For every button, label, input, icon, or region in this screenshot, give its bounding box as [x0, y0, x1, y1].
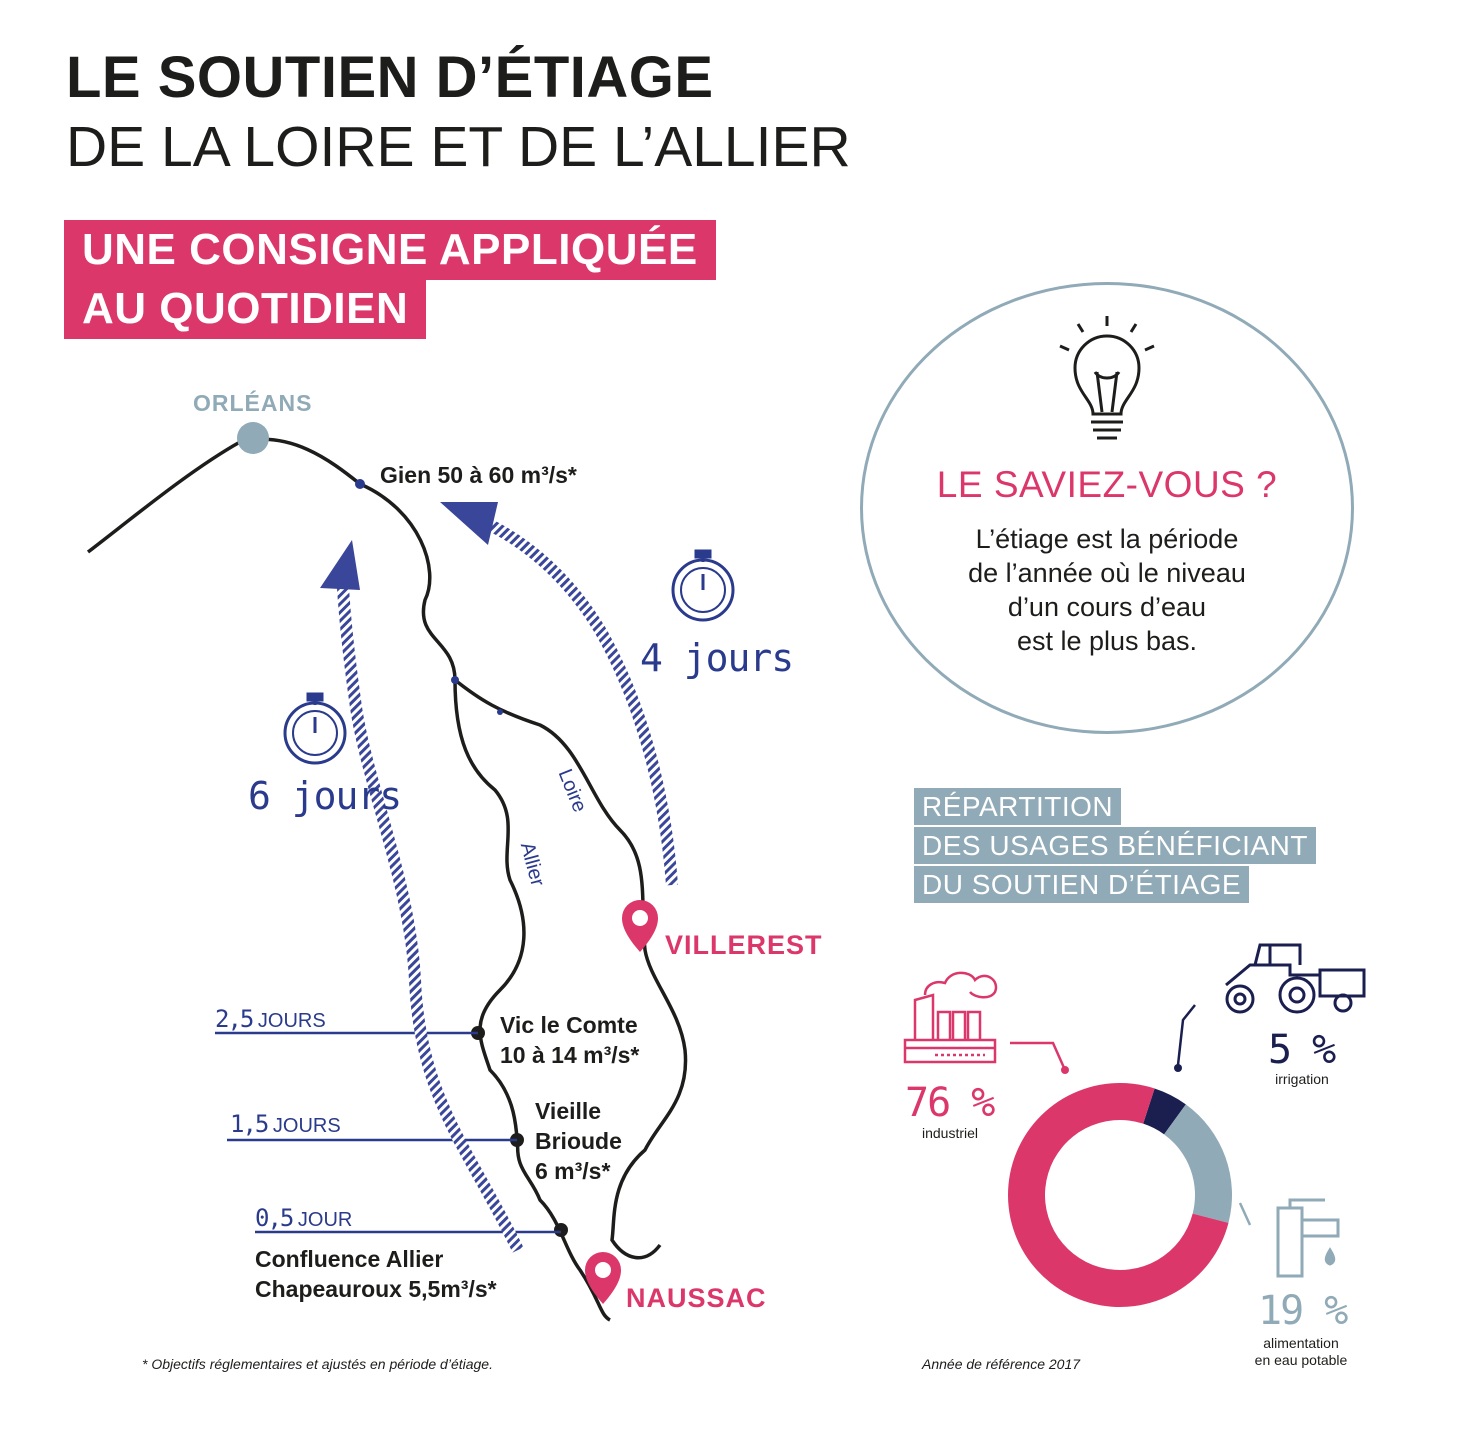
footnote-objectifs: * Objectifs réglementaires et ajustés en… [142, 1356, 493, 1372]
factory-icon [903, 971, 998, 1064]
loire-river-line [453, 678, 688, 1260]
confluence-label: Confluence Allier Chapeauroux 5,5m³/s* [255, 1246, 497, 1302]
pct-industriel: 76 % [905, 1080, 995, 1126]
page-title: LE SOUTIEN D’ÉTIAGE [66, 45, 714, 110]
info-circle [860, 282, 1354, 734]
section-title-line1: UNE CONSIGNE APPLIQUÉE [64, 220, 716, 280]
donut-slice-irrigation [1143, 1088, 1186, 1135]
usage-title-line2: DES USAGES BÉNÉFICIANT [914, 827, 1316, 864]
usage-donut-chart [1008, 1083, 1232, 1307]
donut-slice-industriel [1008, 1083, 1229, 1307]
section-title-line2: AU QUOTIDIEN [64, 279, 427, 339]
info-text: L’étiage est la période de l’année où le… [968, 524, 1246, 656]
tractor-icon [1225, 943, 1366, 1014]
vic-le-comte-label: Vic le Comte 10 à 14 m³/s* [500, 1012, 640, 1068]
usage-title-line3: DU SOUTIEN D’ÉTIAGE [914, 866, 1250, 903]
pct-eau-potable: 19 % [1258, 1288, 1348, 1334]
stopwatch-icon-allier [283, 692, 347, 765]
confluence-dot [554, 1223, 568, 1237]
villerest-pin-icon [622, 900, 658, 952]
villerest-label: VILLEREST [665, 930, 823, 960]
vieille-brioude-label: Vieille Brioude 6 m³/s* [535, 1098, 622, 1184]
delay-vic-le-comte: 2,5 JOURS [215, 1005, 326, 1033]
delay-confluence: 0,5 JOUR [255, 1204, 353, 1232]
orleans-dot [237, 422, 269, 454]
footnote-reference: Année de référence 2017 [922, 1356, 1081, 1372]
pct-irrigation: 5 % [1268, 1027, 1336, 1073]
allier-travel-time: 6 jours [248, 774, 402, 818]
loire-travel-time: 4 jours [640, 636, 794, 680]
naussac-label: NAUSSAC [626, 1283, 767, 1313]
gien-label: Gien 50 à 60 m³/s* [380, 462, 577, 488]
label-irrigation: irrigation [1275, 1071, 1329, 1087]
donut-slice-alimentation-en-eau-potable [1164, 1104, 1232, 1223]
info-heading: LE SAVIEZ-VOUS ? [936, 464, 1278, 505]
orleans-label: ORLÉANS [193, 390, 313, 416]
page-subtitle: DE LA LOIRE ET DE L’ALLIER [66, 115, 851, 179]
gien-dot [355, 479, 365, 489]
allier-travel-arrow [337, 587, 524, 1253]
naussac-pin-icon [585, 1252, 621, 1304]
loire-travel-arrow [487, 519, 678, 886]
stopwatch-icon-loire [671, 549, 735, 622]
label-eau-potable: alimentation en eau potable [1254, 1335, 1348, 1368]
faucet-icon [1276, 1198, 1340, 1278]
label-industriel: industriel [921, 1125, 979, 1141]
delay-vieille-brioude: 1,5 JOURS [230, 1110, 341, 1138]
usage-title-line1: RÉPARTITION [914, 788, 1122, 825]
